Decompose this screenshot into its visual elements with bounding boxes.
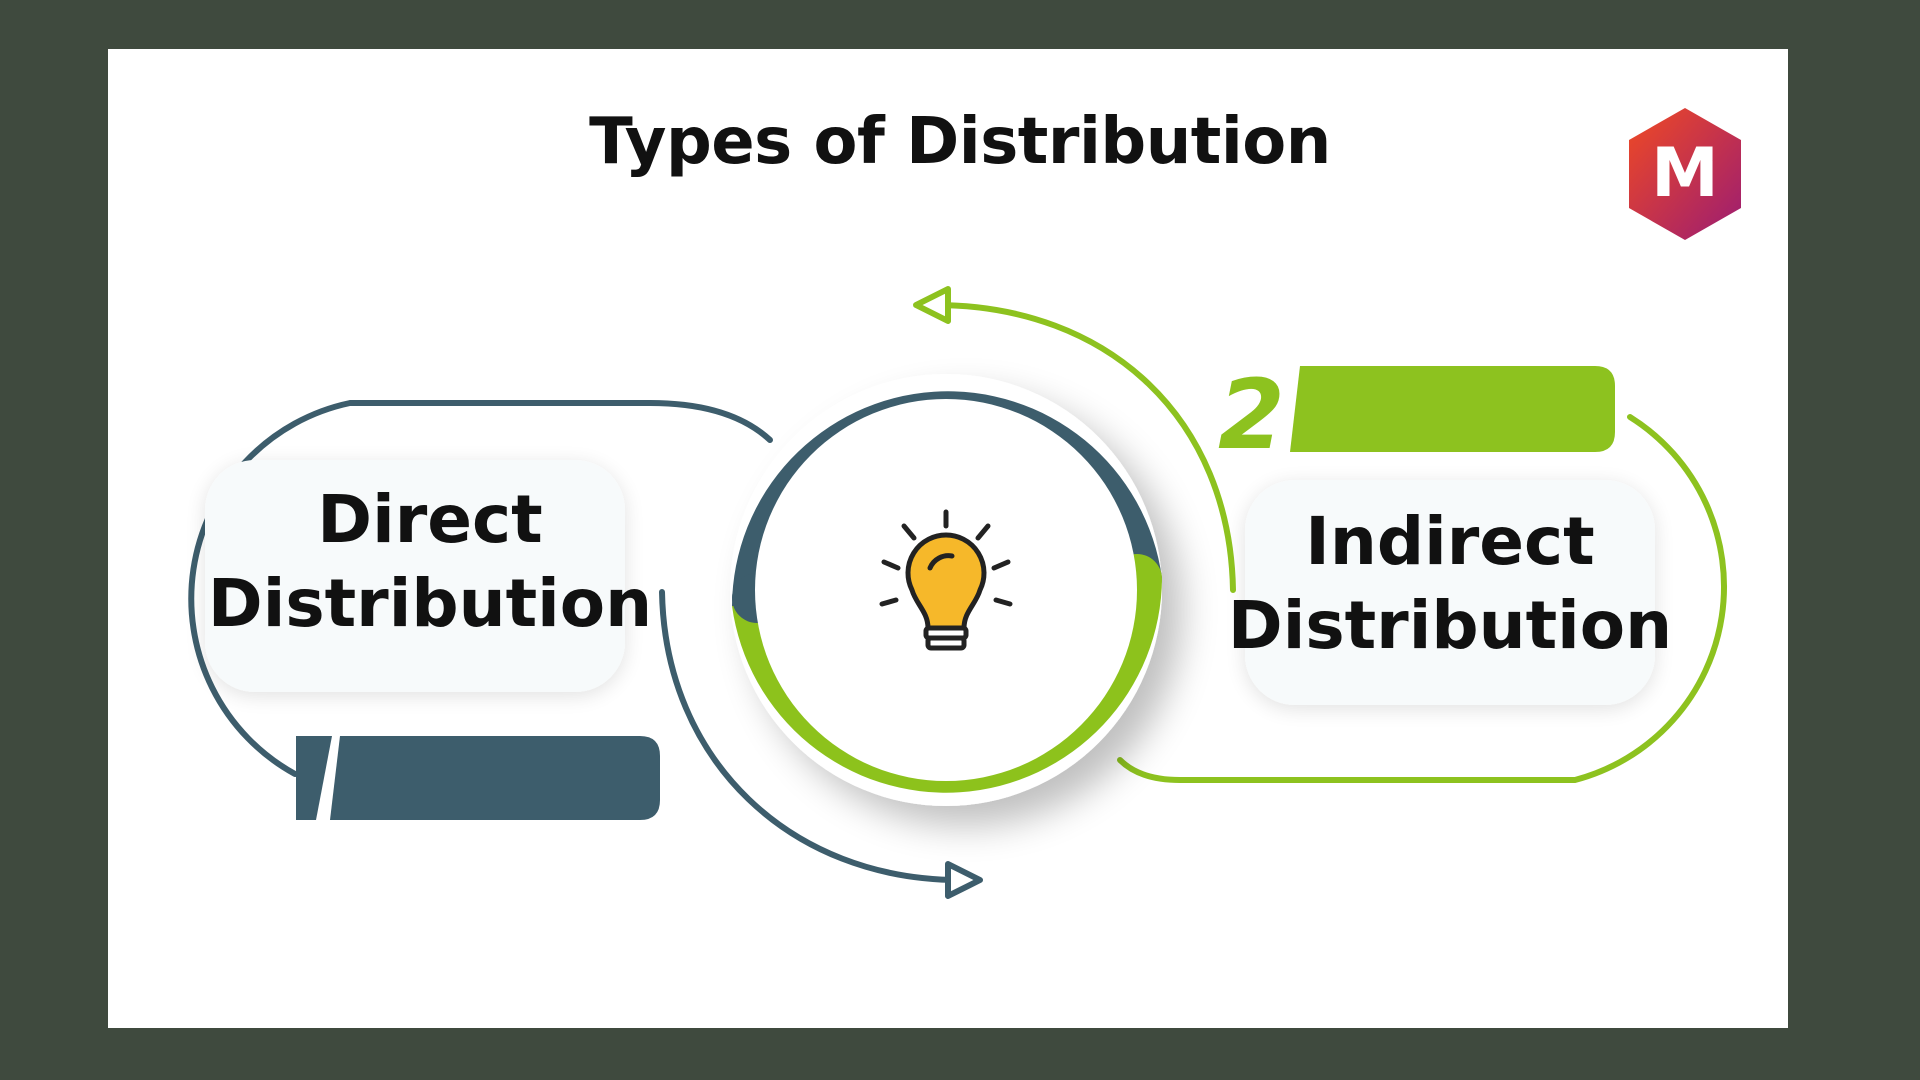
indirect-distribution-label: Indirect Distribution: [1225, 500, 1675, 669]
green-arrow-arc: [932, 302, 1236, 593]
number-tab-2: [1290, 366, 1615, 452]
green-arrow-head: [913, 286, 951, 324]
logo-letter: M: [1651, 134, 1719, 213]
brand-logo: M: [1629, 108, 1741, 240]
right-track-outline: [1117, 414, 1727, 783]
number-2: 2: [1218, 359, 1285, 471]
dark-arrow-head: [945, 861, 983, 899]
direct-distribution-label: Direct Distribution: [205, 478, 655, 647]
lightbulb-icon: [879, 509, 1013, 651]
number-tab-1: [296, 736, 660, 820]
direct-label-line2: Distribution: [207, 565, 653, 643]
indirect-label-card: [1245, 480, 1655, 705]
indirect-label-line2: Distribution: [1227, 587, 1673, 665]
dark-arrow-arc: [659, 589, 963, 883]
page-title: Types of Distribution: [589, 105, 1331, 179]
direct-label-card: [205, 460, 625, 692]
direct-label-line1: Direct: [317, 481, 543, 558]
indirect-label-line1: Indirect: [1305, 503, 1595, 580]
